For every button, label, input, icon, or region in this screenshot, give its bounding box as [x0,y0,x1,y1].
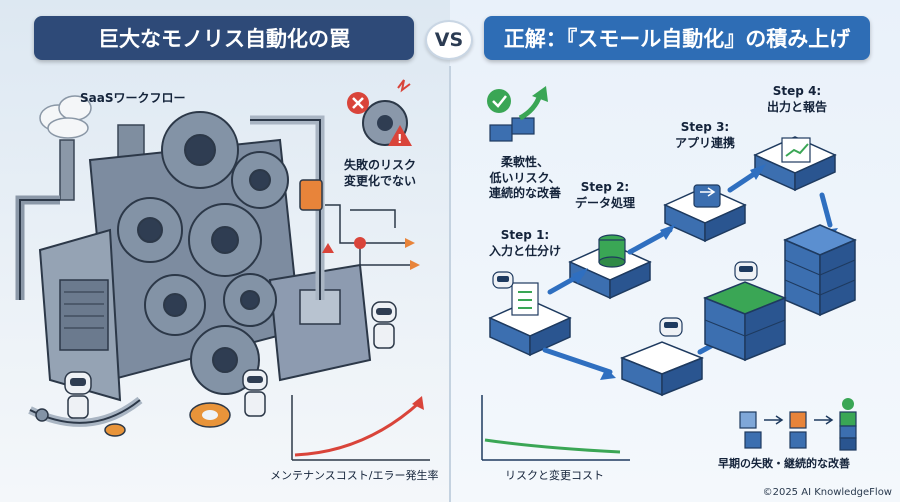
risk-change-cost-label: リスクと変更コスト [505,469,604,482]
maintenance-cost-label: メンテナンスコスト/エラー発生率 [270,469,439,482]
early-failure-label: 早期の失敗・継続的な改善 [718,457,850,470]
smoke-cloud [39,95,92,139]
gears [117,111,289,395]
step1-label: Step 1: 入力と仕分け [488,228,561,258]
copyright-text: ©2025 AI KnowledgeFlow [762,487,892,498]
panel-divider [449,66,451,502]
warning-icon [388,125,412,146]
robot-left [64,371,92,419]
bolt-icon [35,408,49,422]
risk-flow-diagram [322,204,420,270]
chimney-pipe [59,139,75,201]
step2-label: Step 2: データ処理 [574,180,635,210]
saas-workflow-label: SaaSワークフロー [80,91,186,105]
robot-right [371,301,397,349]
robot-center [242,369,268,417]
svg-text:!: ! [397,132,402,146]
step4-label: Step 4: 出力と報告 [766,84,827,114]
step3-label: Step 3: アプリ連携 [674,120,735,150]
rising-cost-chart [291,395,430,461]
monolith-illustration: ! [15,79,430,461]
benefit-label: 柔軟性、 低いリスク、 連続的な改善 [488,155,561,201]
monolith-title: 巨大なモノリス自動化の罠 [34,16,414,60]
valve-icon [299,179,323,211]
vs-badge: VS [425,20,473,60]
small-automation-title: 正解：『スモール自動化』の積み上げ [484,16,870,60]
risk-label: 失敗のリスク 変更化でない [343,158,416,188]
